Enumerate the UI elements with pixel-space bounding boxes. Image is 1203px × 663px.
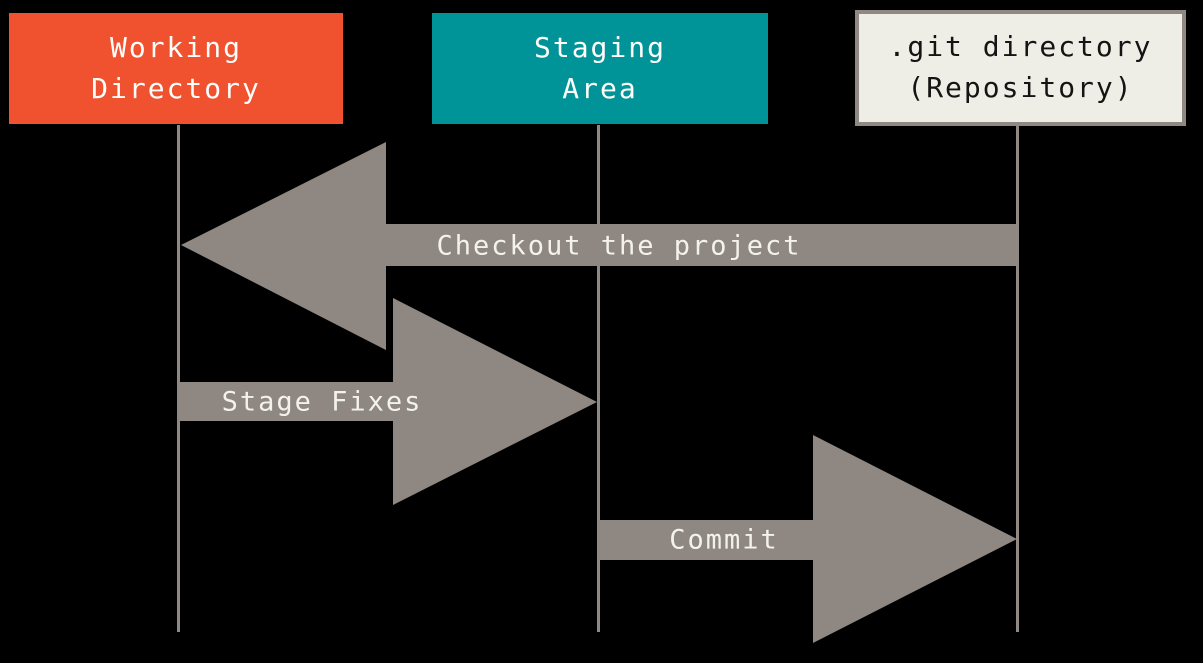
commit-arrow-label: Commit: [669, 524, 779, 556]
stage-fixes-arrow-label: Stage Fixes: [221, 386, 423, 418]
staging-area-box: Staging Area: [432, 13, 768, 124]
commit-arrow-head-right-icon: [813, 435, 1017, 643]
checkout-arrow-head-left-icon: [181, 142, 386, 350]
git-directory-lifeline: [1016, 125, 1019, 632]
stage-fixes-arrow-shaft: [178, 382, 394, 421]
stage-fixes-arrow-head-right-icon: [393, 298, 597, 505]
checkout-arrow-shaft: [385, 224, 1018, 266]
working-directory-box: Working Directory: [9, 13, 343, 124]
staging-area-lifeline: [597, 125, 600, 632]
git-directory-box: .git directory (Repository): [855, 10, 1186, 126]
commit-arrow-shaft: [599, 520, 813, 560]
checkout-arrow-label: Checkout the project: [436, 230, 802, 262]
working-directory-lifeline: [177, 125, 180, 632]
